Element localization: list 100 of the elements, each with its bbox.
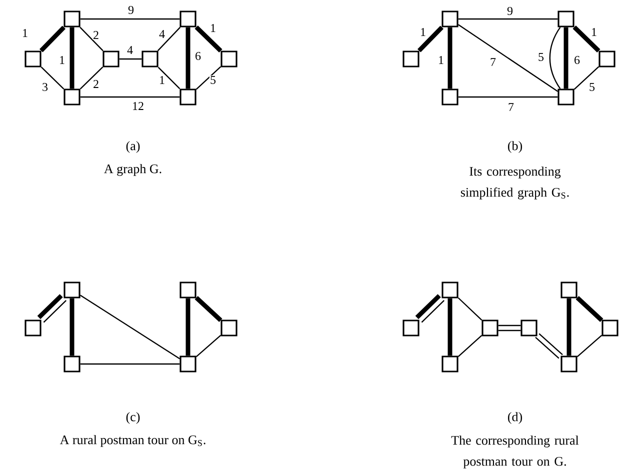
vertex-box <box>558 88 574 106</box>
vertex-box <box>180 356 196 372</box>
vertex-box <box>64 88 80 106</box>
edge-weight-label: 9 <box>127 5 135 15</box>
edge-line <box>43 300 67 323</box>
vertex-box <box>598 50 616 68</box>
vertex-box <box>142 50 158 68</box>
edge-line <box>80 26 104 52</box>
edge-line <box>458 297 482 321</box>
edge-weight-label: 7 <box>507 102 515 112</box>
edge-line <box>572 25 600 53</box>
edge-line <box>498 324 521 326</box>
vertex-box <box>442 356 458 372</box>
edge-line <box>186 27 190 89</box>
edge-line <box>70 298 74 356</box>
edge-line <box>194 296 222 322</box>
edge-line <box>458 96 558 98</box>
edge-weight-label: 1 <box>437 55 445 65</box>
vertex-box <box>24 50 42 68</box>
panel-letter: (c) <box>126 412 140 424</box>
edge-line <box>80 294 180 360</box>
edge-line <box>549 26 561 90</box>
edge-line <box>417 26 444 52</box>
edge-line <box>415 294 441 320</box>
vertex-box <box>558 10 574 28</box>
vertex-box <box>602 320 618 336</box>
edge-line <box>70 27 74 89</box>
edge-line <box>458 335 482 357</box>
edge-line <box>39 26 66 52</box>
edge-line <box>194 25 222 53</box>
caption: A graph G. <box>104 164 162 176</box>
edge-line <box>196 66 222 90</box>
edge-line <box>421 300 445 323</box>
edge-line <box>535 336 560 359</box>
caption: A rural postman tour on G$_{S}$. <box>60 435 206 447</box>
caption: Its corresponding simplified graph G$_{S}$. <box>460 166 569 200</box>
edge-line <box>80 18 180 20</box>
edge-line <box>37 294 63 320</box>
vertex-box <box>560 356 578 372</box>
edge-line <box>576 334 602 358</box>
edge-line <box>498 330 521 332</box>
vertex-box <box>442 88 458 106</box>
vertex-box <box>402 50 420 68</box>
edge-line <box>80 66 104 90</box>
edge-weight-label: 1 <box>158 75 166 85</box>
edge-weight-label: 5 <box>209 75 217 85</box>
edge-weight-label: 1 <box>21 28 29 38</box>
caption: The corresponding rural postman tour on G. <box>451 436 579 468</box>
vertex-box <box>220 50 238 68</box>
panel-letter: (b) <box>508 141 522 153</box>
edge-line <box>448 27 452 89</box>
vertex-box <box>64 356 80 372</box>
panel-letter: (d) <box>508 412 522 424</box>
edge-weight-label: 9 <box>506 6 514 16</box>
edge-weight-label: 1 <box>419 27 427 37</box>
edge-weight-label: 1 <box>209 23 217 33</box>
vertex-box <box>520 320 538 336</box>
vertex-box <box>180 10 196 28</box>
edge-line <box>196 334 222 358</box>
edge-line <box>157 26 181 52</box>
vertex-box <box>560 282 578 298</box>
vertex-box <box>64 10 80 28</box>
vertex-box <box>402 320 420 336</box>
edge-line <box>186 298 190 356</box>
vertex-box <box>102 50 120 68</box>
edge-line <box>458 24 558 92</box>
vertex-box <box>220 320 238 336</box>
vertex-box <box>180 88 196 106</box>
edge-line <box>574 66 600 90</box>
edge-line <box>576 296 604 322</box>
vertex-box <box>180 282 196 298</box>
edge-line <box>80 363 180 365</box>
edge-weight-label: 4 <box>158 29 166 39</box>
edge-line <box>538 333 563 356</box>
edge-line <box>80 96 180 98</box>
edge-weight-label: 7 <box>489 57 497 67</box>
edge-weight-label: 4 <box>126 45 134 55</box>
edge-line <box>566 298 572 356</box>
edge-line <box>40 66 64 90</box>
edge-weight-label: 5 <box>537 52 545 62</box>
edge-weight-label: 2 <box>92 79 100 89</box>
edge-line <box>158 66 180 90</box>
edge-line <box>119 58 142 60</box>
edge-weight-label: 5 <box>588 82 596 92</box>
edge-weight-label: 2 <box>92 30 100 40</box>
edge-line <box>458 18 558 20</box>
edge-weight-label: 1 <box>58 55 66 65</box>
vertex-box <box>64 282 80 298</box>
vertex-box <box>442 10 458 28</box>
edge-line <box>564 27 568 89</box>
edge-weight-label: 1 <box>590 27 598 37</box>
vertex-box <box>24 320 42 336</box>
edge-weight-label: 12 <box>131 101 145 111</box>
edge-weight-label: 6 <box>573 55 581 65</box>
edge-weight-label: 3 <box>41 82 49 92</box>
vertex-box <box>442 282 458 298</box>
panel-letter: (a) <box>126 141 140 153</box>
edge-line <box>448 298 452 356</box>
edge-weight-label: 6 <box>194 51 202 61</box>
vertex-box <box>482 320 498 336</box>
